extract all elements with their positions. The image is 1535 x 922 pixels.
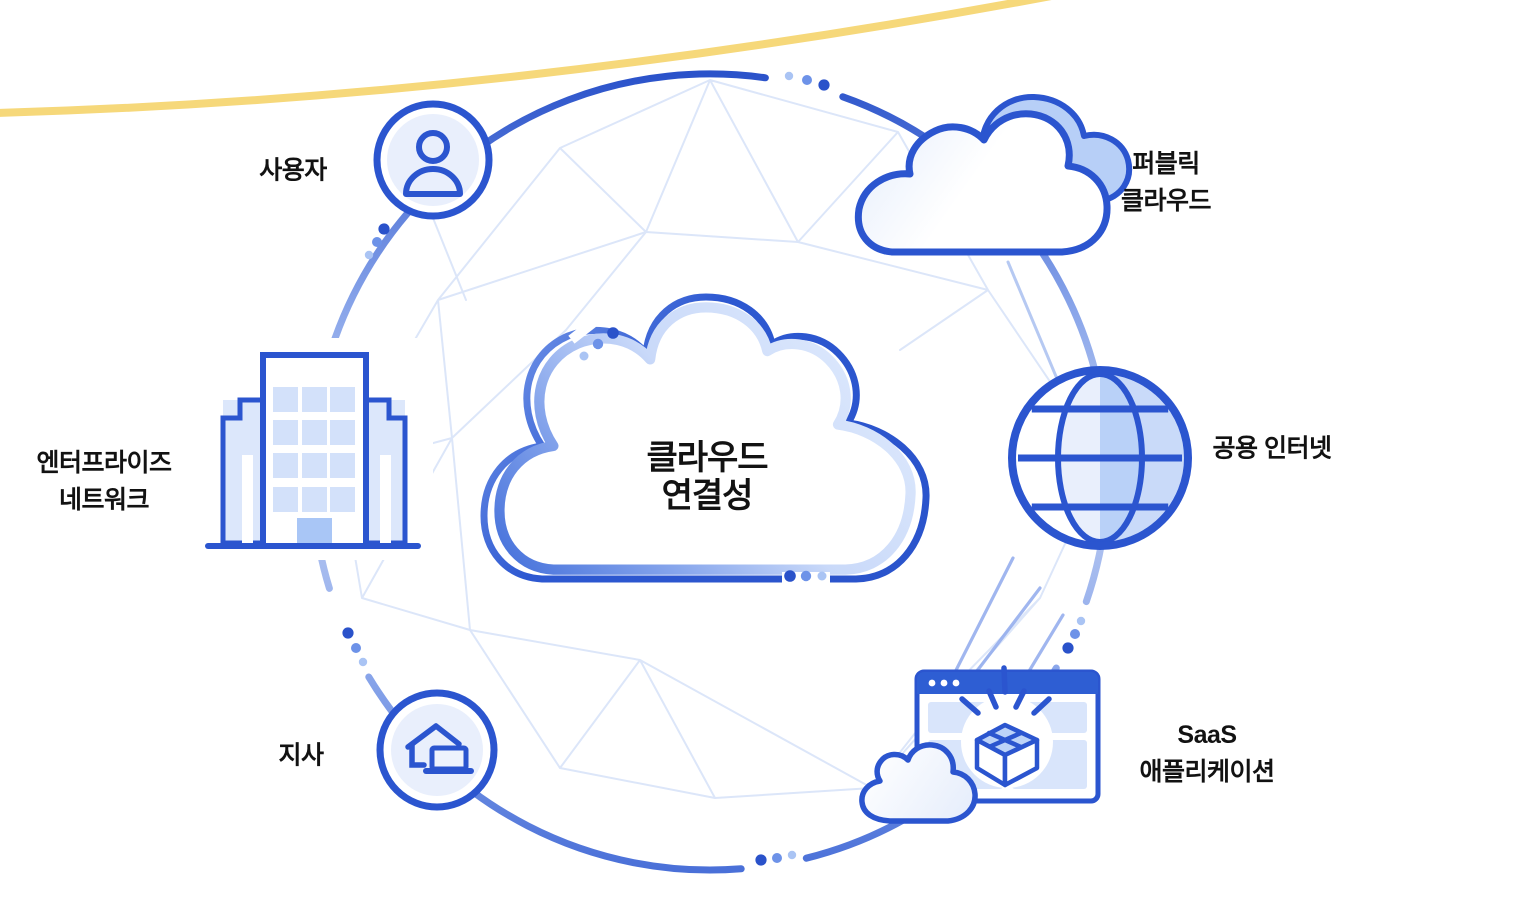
public-cloud-label-line1: 퍼블릭 <box>1132 150 1200 178</box>
browser-dots-icon <box>928 679 960 687</box>
public-internet-label: 공용 인터넷 <box>1212 434 1332 463</box>
saas-label: SaaS 애플리케이션 <box>1139 717 1275 791</box>
center-cloud-label-line2: 연결성 <box>661 477 754 515</box>
user-icon <box>373 100 493 220</box>
building-icon <box>193 338 433 560</box>
saas-window-icon <box>859 665 1101 824</box>
box-icon <box>974 722 1040 788</box>
user-label: 사용자 <box>259 156 327 185</box>
globe-icon <box>1008 366 1192 550</box>
small-cloud-icon <box>859 742 978 824</box>
branch-home-icon <box>376 689 498 811</box>
saas-label-line1: SaaS <box>1177 721 1237 749</box>
enterprise-network-label: 엔터프라이즈 네트워크 <box>36 445 172 519</box>
public-cloud-label: 퍼블릭 클라우드 <box>1120 146 1212 220</box>
sparkle-rays-icon <box>959 665 1052 716</box>
public-cloud-icon <box>854 93 1133 256</box>
public-cloud-label-line2: 클라우드 <box>1120 187 1212 215</box>
enterprise-network-label-line1: 엔터프라이즈 <box>36 449 172 477</box>
branch-label: 지사 <box>278 741 324 770</box>
ring-gap-dots <box>342 71 1086 866</box>
saas-label-line2: 애플리케이션 <box>1139 758 1275 786</box>
center-cloud-label-line1: 클라우드 <box>646 439 768 477</box>
center-cloud-icon <box>480 293 930 585</box>
enterprise-network-label-line2: 네트워크 <box>58 486 150 514</box>
cloud-gap-dots <box>579 327 827 582</box>
center-cloud-label: 클라우드 연결성 <box>646 439 768 515</box>
yellow-arc-line <box>0 0 1052 117</box>
